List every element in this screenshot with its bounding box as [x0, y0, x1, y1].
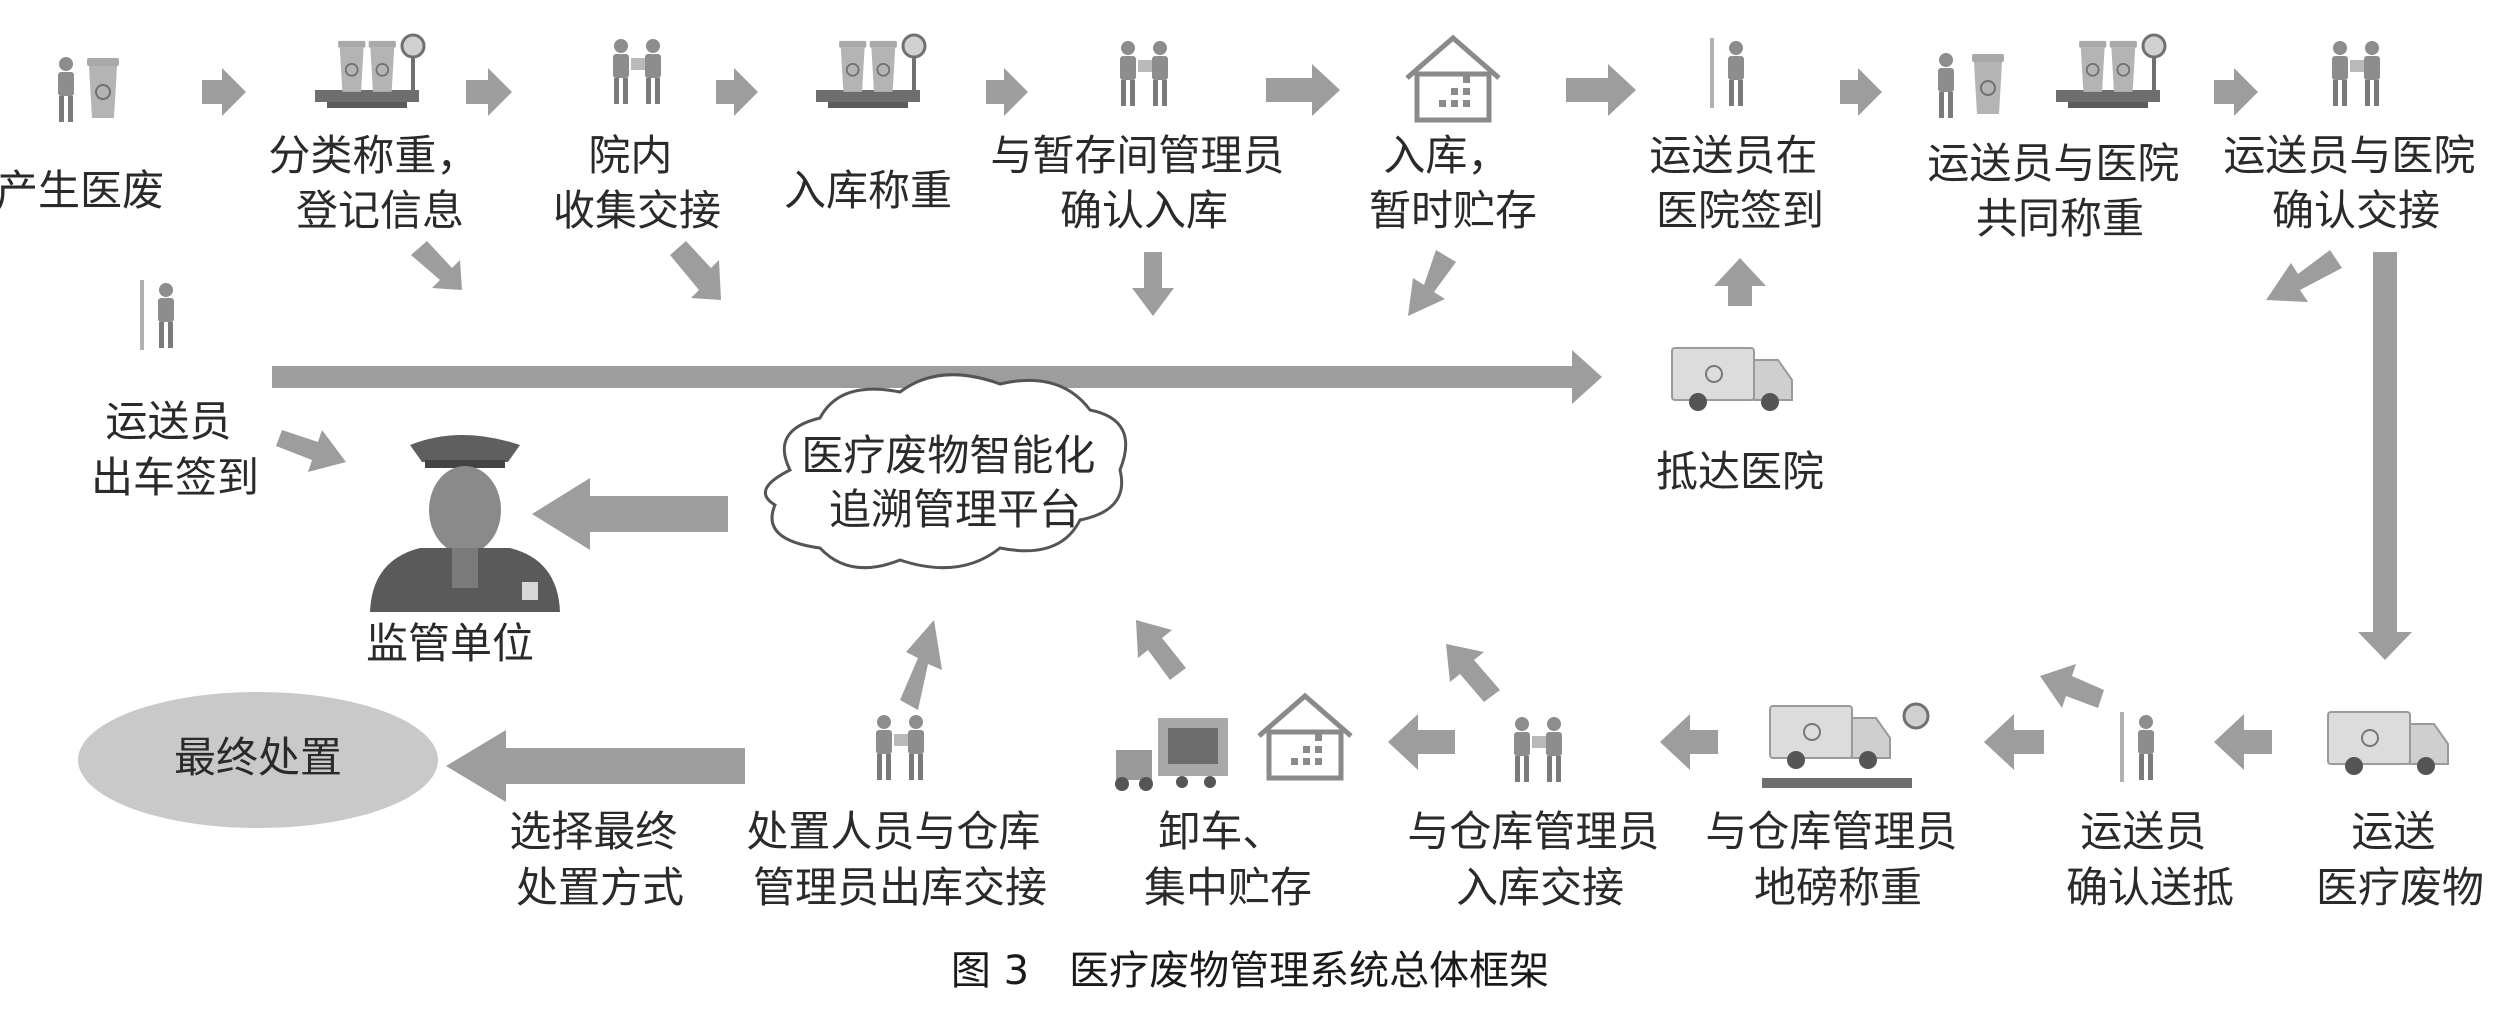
warehouse-icon [1407, 38, 1499, 120]
arrow-8 [2214, 68, 2258, 116]
arrow-driver-to-regulator [276, 430, 346, 472]
forklift-icon [1115, 718, 1228, 791]
final-disposal-ellipse [78, 692, 438, 828]
arrow-confirm-down [1132, 252, 1174, 316]
converging-arrows [411, 241, 2342, 316]
arrow-6 [1566, 64, 1636, 116]
node-unload-label: 卸车、 集中贮存 [1144, 807, 1312, 912]
arrow-outbound-to-platform [900, 620, 942, 710]
scale-icon [315, 35, 424, 108]
node-confirm-handover-label: 运送员与医院 确认交接 [2223, 131, 2488, 235]
handover-icon [876, 715, 924, 780]
arrow-to-unload [1388, 714, 1455, 770]
truck-icon [1671, 347, 1793, 412]
node-confirm-delivery-label: 运送员 确认送抵 [2066, 807, 2234, 912]
node-select-method-label: 选择最终 处置方式 [509, 807, 690, 912]
node-regulator-label: 监管单位 [366, 619, 534, 668]
node-sign-in-hospital-label: 运送员在 医院签到 [1649, 131, 1830, 235]
node-joint-weigh-label: 运送员与医院 共同称重 [1927, 139, 2192, 243]
node-confirm-storage-label: 与暂存间管理员 确认入库 [990, 131, 1297, 235]
arrow-to-confirm-delivery [2214, 714, 2272, 770]
waste-bin-icon [58, 57, 120, 122]
node-outbound-label: 处置人员与仓库 管理员出库交接 [746, 807, 1053, 912]
courier-icon [140, 280, 174, 350]
node-arrive-label: 抵达医院 [1656, 447, 1824, 496]
node-transport-label: 运送 医疗废物 [2316, 807, 2484, 912]
arrow-1 [202, 68, 246, 116]
node-inbound-label: 与仓库管理员 入库交接 [1407, 807, 1672, 912]
top-row-arrows [202, 64, 2258, 116]
handover-icon [1120, 41, 1168, 106]
platform-cloud [763, 373, 1128, 570]
arrow-to-scale-weigh [1984, 714, 2044, 770]
node-temp-storage-label: 入库， 暂时贮存 [1369, 131, 1537, 235]
arrow-to-final [446, 730, 745, 802]
arrow-classify-down [411, 241, 462, 290]
police-officer-icon [370, 435, 560, 612]
handover-icon [2332, 41, 2380, 106]
arrow-3 [716, 68, 758, 116]
scale-icon [1938, 35, 2165, 118]
arrow-right-down [2358, 252, 2412, 660]
truck-icon [2327, 711, 2449, 776]
arrow-up-to-signin [1714, 258, 1766, 306]
node-platform-label: 医疗废物智能化 追溯管理平台 [801, 431, 1108, 534]
scale-icon [816, 35, 925, 108]
node-scale-weigh-label: 与仓库管理员 地磅称重 [1705, 807, 1970, 912]
node-produce-label: 产生医废 [0, 166, 164, 215]
handover-icon [613, 39, 661, 104]
arrow-4 [986, 68, 1028, 116]
courier-icon [1710, 38, 1744, 108]
warehouse-icon [1259, 696, 1351, 778]
arrow-5 [1266, 64, 1340, 116]
node-driver-checkin-label: 运送员 出车签到 [91, 397, 259, 502]
node-store-weigh-label: 入库称重 [784, 166, 952, 215]
handover-icon [1514, 717, 1562, 782]
node-collect-label: 院内 收集交接 [553, 131, 721, 235]
arrow-2 [466, 68, 512, 116]
node-final-label: 最终处置 [174, 733, 342, 782]
arrow-temp-down [1408, 250, 1456, 316]
arrow-collect-down [670, 241, 721, 300]
arrow-7 [1840, 68, 1882, 116]
truck-icon [1762, 702, 1930, 788]
node-classify-label: 分类称重， 登记信息 [268, 131, 491, 235]
arrow-handover-left [2266, 250, 2342, 302]
arrow-platform-to-regulator [532, 478, 728, 550]
arrow-delivery-to-platform [2040, 664, 2104, 708]
arrow-to-inbound [1660, 714, 1718, 770]
courier-icon [2120, 712, 2154, 782]
arrow-inbound-to-platform [1446, 644, 1500, 702]
arrow-unload-to-platform [1136, 620, 1186, 680]
figure-caption: 图 3 医疗废物管理系统总体框架 [951, 948, 1549, 994]
